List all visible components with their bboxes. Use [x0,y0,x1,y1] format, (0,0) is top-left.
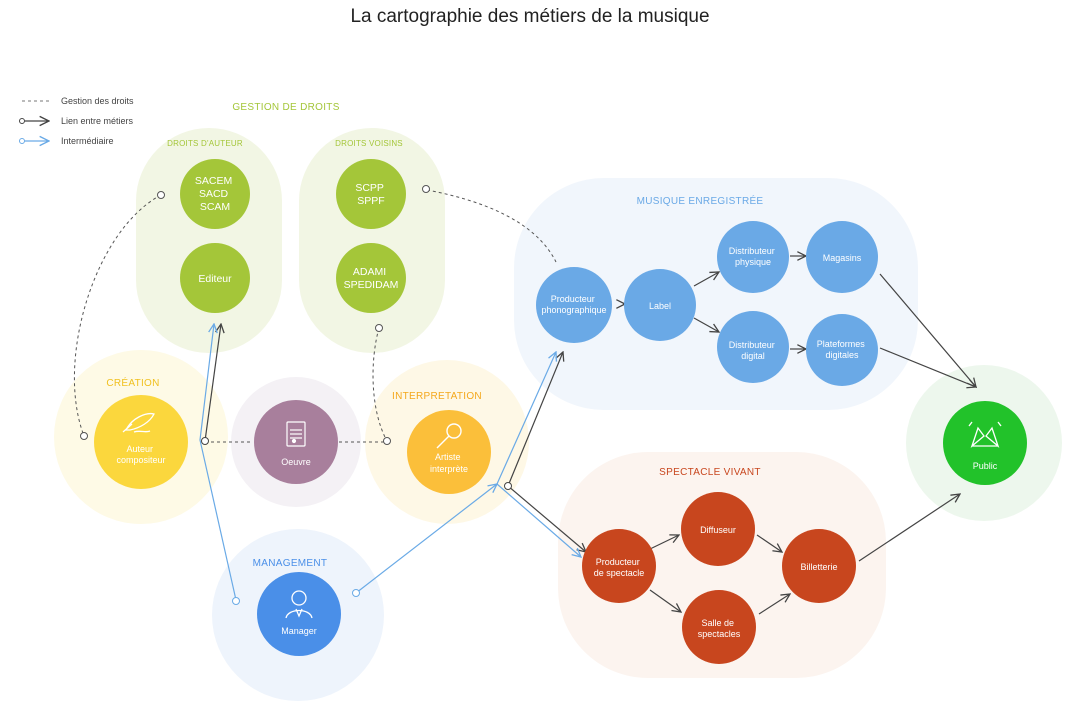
node-public-label: Public [973,461,998,471]
link-artiste-spectacle [507,485,586,552]
node-salle-label: Salle de spectacles [698,618,741,639]
node-manager[interactable]: Manager [257,572,341,656]
quill-icon [122,412,155,433]
node-sacem[interactable]: SACEM SACD SCAM [180,159,250,229]
link-artiste-spectacle-blue [496,483,581,557]
endpoint-auteur [80,432,88,440]
endpoints [80,185,512,605]
microphone-icon [436,423,462,449]
rights-link-phono-scpp [426,189,557,263]
rights-connectors [73,189,557,443]
legend: Gestion des droits Lien entre métiers In… [19,96,134,146]
group-label-musique-enregistree: MUSIQUE ENREGISTRÉE [637,194,764,207]
group-label-management: MANAGEMENT [253,558,328,569]
legend-rights-label: Gestion des droits [61,96,134,106]
node-magasins-label: Magasins [823,253,862,263]
node-billetterie[interactable]: Billetterie [782,529,856,603]
link-billetterie-public [858,494,960,562]
node-scpp[interactable]: SCPP SPPF [336,159,406,229]
node-producteur-phono[interactable]: Producteur phonographique [536,267,612,343]
endpoint-adami [375,324,383,332]
link-label-physique [693,272,719,287]
endpoint-manager-right [352,589,360,597]
node-label[interactable]: Label [624,269,696,341]
node-auteur[interactable]: Auteur compositeur [94,395,188,489]
node-producteur-phono-label: Producteur phonographique [541,294,606,315]
group-label-gestion-droits: GESTION DE DROITS [232,102,339,113]
link-manager-editeur [199,324,237,601]
node-billetterie-label: Billetterie [800,562,837,572]
node-producteur-spectacle[interactable]: Producteur de spectacle [582,529,656,603]
node-editeur-label: Editeur [198,273,232,285]
endpoint-auteur-right [201,437,209,445]
node-magasins[interactable]: Magasins [806,221,878,293]
legend-dot-dark [19,118,25,124]
node-editeur[interactable]: Editeur [180,243,250,313]
link-diffuseur-billetterie [756,534,782,552]
link-artiste-phono-blue [496,352,556,485]
node-producteur-spectacle-label: Producteur de spectacle [594,557,645,578]
group-label-droits-voisins: DROITS VOISINS [335,139,403,148]
endpoint-artiste [383,437,391,445]
group-label-creation: CRÉATION [106,376,159,389]
node-diffuseur-label: Diffuseur [700,525,736,535]
node-salle[interactable]: Salle de spectacles [682,590,756,664]
legend-intermediary-label: Intermédiaire [61,136,114,146]
node-diffuseur[interactable]: Diffuseur [681,492,755,566]
node-scpp-label: SCPP SPPF [355,182,386,207]
score-sheet-icon [286,421,306,447]
node-distributeur-digital-label: Distributeur digital [729,340,778,361]
rights-link-auteur-sacem [73,194,162,437]
node-distributeur-physique-label: Distributeur physique [729,246,778,267]
node-auteur-label: Auteur compositeur [116,444,165,465]
node-adami[interactable]: ADAMI SPEDIDAM [336,243,406,313]
link-label-digital [693,317,719,332]
intermediary-links [199,324,581,601]
manager-person-icon [285,590,313,619]
link-plateformes-public [879,347,976,387]
link-spectacle-salle [649,589,681,612]
node-manager-label: Manager [281,626,317,636]
link-spectacle-diffuseur [649,535,679,550]
node-artiste-label: Artiste interprète [430,452,468,474]
node-artiste[interactable]: Artiste interprète [407,410,491,494]
link-manager-artiste [355,484,497,594]
endpoint-manager-left [232,597,240,605]
node-distributeur-physique[interactable]: Distributeur physique [717,221,789,293]
link-auteur-editeur [204,324,221,442]
link-artiste-phono [507,352,563,487]
endpoint-scpp [422,185,430,193]
node-plateformes-label: Plateformes digitales [817,339,868,360]
legend-link-label: Lien entre métiers [61,116,134,126]
endpoint-sacem [157,191,165,199]
legend-dot-blue [19,138,25,144]
clapping-hands-icon [968,421,1002,448]
droits-voisins-zone [299,128,445,353]
group-label-interpretation: INTERPRETATION [392,391,482,402]
node-public[interactable]: Public [943,401,1027,485]
node-label-label: Label [649,301,671,311]
group-label-droits-auteur: DROITS D'AUTEUR [167,139,243,148]
link-magasins-public [879,273,976,387]
group-label-spectacle-vivant: SPECTACLE VIVANT [659,467,761,478]
node-oeuvre-label: Oeuvre [281,457,311,467]
rights-link-artiste-adami [372,327,388,442]
job-links [204,256,976,615]
endpoint-artiste-right [504,482,512,490]
node-sacem-label: SACEM SACD SCAM [195,175,235,213]
node-adami-label: ADAMI SPEDIDAM [344,266,399,291]
link-salle-billetterie [758,594,790,615]
page-title: La cartographie des métiers de la musiqu… [350,6,709,27]
node-distributeur-digital[interactable]: Distributeur digital [717,311,789,383]
node-oeuvre[interactable]: Oeuvre [254,400,338,484]
node-plateformes[interactable]: Plateformes digitales [806,314,878,386]
